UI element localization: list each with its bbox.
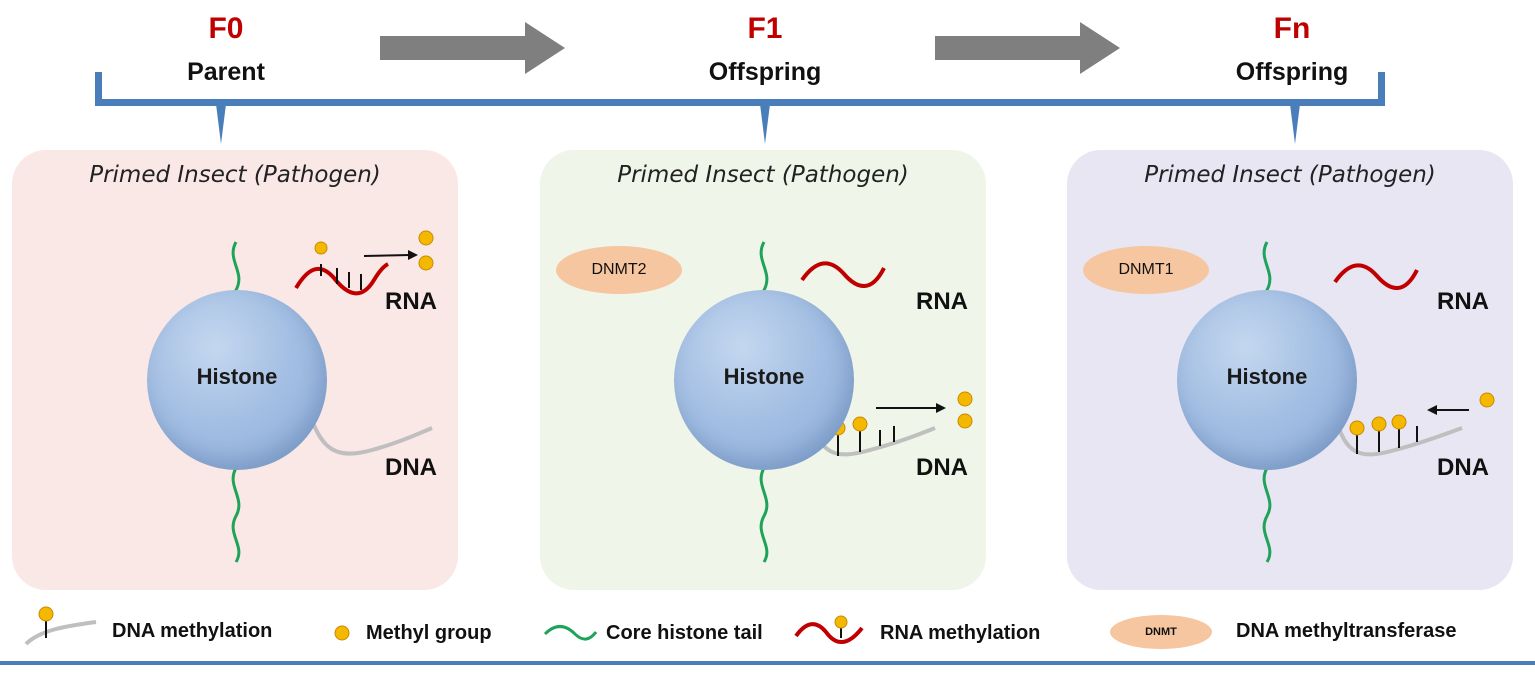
methyl-group-icon	[334, 625, 350, 641]
dnmt-enzyme: DNMT1	[1083, 246, 1209, 294]
rna-label: RNA	[1437, 288, 1489, 315]
generation-code: Fn	[1273, 12, 1311, 45]
methyl-group	[314, 241, 328, 255]
histone: Histone	[1177, 290, 1357, 470]
panel-fn-drawing	[1262, 241, 1495, 563]
legend-rna-methylation: RNA methylation	[880, 622, 1041, 644]
histone-tail-bottom	[759, 467, 769, 563]
pointer-fn	[1290, 104, 1300, 144]
pointer-f1	[760, 104, 770, 144]
methyl-group	[1391, 414, 1407, 430]
histone-tail-icon	[543, 625, 598, 641]
dna-strand	[308, 414, 433, 456]
timeline-left-cap	[95, 72, 102, 106]
dna-label: DNA	[916, 454, 968, 481]
methyl-group	[1349, 420, 1365, 436]
histone: Histone	[674, 290, 854, 470]
dna-methylation-icon	[24, 606, 97, 646]
legend-dnmt-badge: DNMT	[1110, 615, 1212, 649]
rna-strand	[1333, 263, 1419, 290]
histone: Histone	[147, 290, 327, 470]
timeline-right-cap	[1378, 72, 1385, 106]
rna-label: RNA	[916, 288, 968, 315]
histone-tail-bottom	[1262, 467, 1272, 563]
arrow-f1-fn	[935, 22, 1120, 74]
methyl-group	[1479, 392, 1495, 408]
generation-f0: F0 Parent	[106, 12, 346, 88]
legend-dna-methylation: DNA methylation	[112, 620, 273, 642]
generation-label: Offspring	[1235, 58, 1349, 86]
legend-dnmt: DNA methyltransferase	[1236, 620, 1457, 642]
timeline-bar	[95, 99, 1385, 106]
methyl-group	[418, 230, 434, 246]
legend-histone-tail: Core histone tail	[606, 622, 763, 644]
generation-label: Offspring	[708, 58, 822, 86]
histone-label: Histone	[1226, 364, 1308, 389]
generation-fn: Fn Offspring	[1172, 12, 1412, 88]
panel-f1: Primed Insect (Pathogen) DNMT2 Histone R…	[540, 150, 986, 590]
methyl-group	[418, 255, 434, 271]
bottom-rule	[0, 661, 1535, 665]
legend-methyl-group: Methyl group	[366, 622, 492, 644]
panel-title: Primed Insect (Pathogen)	[617, 162, 909, 188]
arrow-f0-f1	[380, 22, 565, 74]
panel-title: Primed Insect (Pathogen)	[1144, 162, 1436, 188]
pointer-f0	[216, 104, 226, 144]
methyl-group	[852, 416, 868, 432]
rna-strand	[294, 262, 389, 296]
histone-tail-bottom	[231, 467, 241, 563]
generation-f1: F1 Offspring	[645, 12, 885, 88]
histone-label: Histone	[723, 364, 805, 389]
generation-code: F0	[208, 12, 244, 45]
panel-f0: Primed Insect (Pathogen) Histone RNA DNA	[12, 150, 458, 590]
methyl-group	[957, 391, 973, 407]
dnmt-enzyme: DNMT2	[556, 246, 682, 294]
histone-label: Histone	[196, 364, 278, 389]
rna-methylation-icon	[794, 615, 864, 644]
dna-strand	[1333, 414, 1463, 457]
generation-label: Parent	[187, 58, 265, 86]
demethylation-arrow	[363, 254, 411, 257]
rna-label: RNA	[385, 288, 437, 315]
dna-label: DNA	[1437, 454, 1489, 481]
panel-fn: Primed Insect (Pathogen) DNMT1 Histone R…	[1067, 150, 1513, 590]
rna-strand	[800, 261, 886, 288]
methyl-group	[1371, 416, 1387, 432]
generation-code: F1	[747, 12, 783, 45]
dna-label: DNA	[385, 454, 437, 481]
methyl-group	[957, 413, 973, 429]
panel-title: Primed Insect (Pathogen)	[89, 162, 381, 188]
